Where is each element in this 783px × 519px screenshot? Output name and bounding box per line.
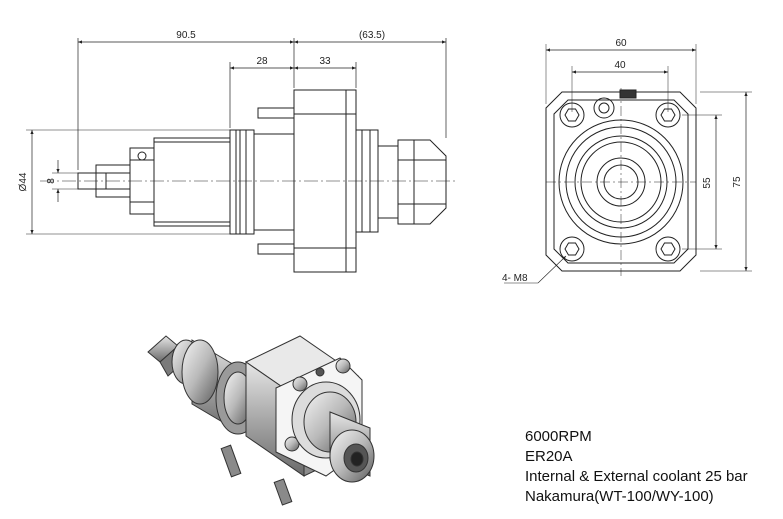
dim-body-diameter: Ø44 <box>18 172 29 191</box>
dim-front-length: 28 <box>256 56 268 67</box>
side-view-dimension-labels: 90.5 (63.5) 28 33 Ø44 8 <box>18 30 385 191</box>
isometric-render <box>147 335 375 506</box>
dim-bolt-spacing-y: 55 <box>702 177 713 189</box>
dim-flange-height: 75 <box>732 176 743 188</box>
dim-bolt-callout: 4- M8 <box>502 273 528 284</box>
dim-overall-length: 90.5 <box>176 30 196 41</box>
spec-machine: Nakamura(WT-100/WY-100) <box>525 488 714 505</box>
dim-bolt-spacing-x: 40 <box>614 60 626 71</box>
spec-coolant: Internal & External coolant 25 bar <box>525 468 748 485</box>
spec-collet: ER20A <box>525 448 573 465</box>
side-view-dimensions <box>26 38 447 235</box>
dim-flange-offset: (63.5) <box>359 30 385 41</box>
dim-shank-width: 8 <box>46 178 57 184</box>
side-view <box>40 89 455 273</box>
dim-flange-width: 60 <box>615 38 627 49</box>
front-view-dimension-labels: 60 40 55 75 4- M8 <box>502 38 743 284</box>
bolt-hole-bottom-left <box>559 236 585 262</box>
front-view-dimensions <box>504 44 752 284</box>
bolt-hole-bottom-right <box>655 236 681 262</box>
dim-flange-to-nut: 33 <box>319 56 331 67</box>
spec-rpm: 6000RPM <box>525 428 592 445</box>
front-view <box>545 88 697 276</box>
